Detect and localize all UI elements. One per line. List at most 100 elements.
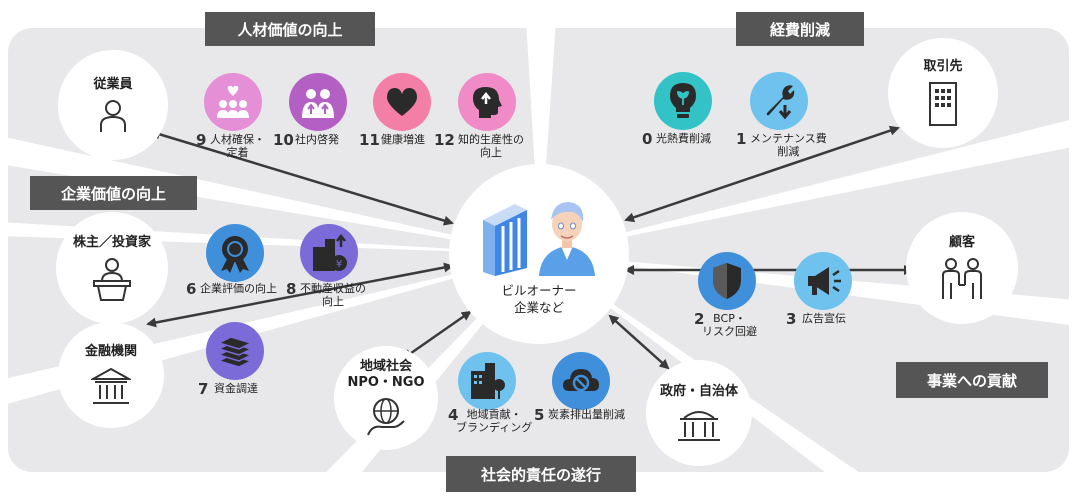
stakeholder-customers: 顧客	[906, 212, 1018, 324]
item-caption: 人材確保・ 定着	[210, 133, 265, 159]
item-caption-line1: 光熱費削減	[656, 132, 711, 145]
item-number: 3	[786, 310, 797, 328]
office-building-icon	[929, 82, 957, 126]
center-label-line2: 企業など	[513, 300, 564, 315]
building-icon	[483, 204, 527, 276]
stakeholder-label: 取引先	[923, 59, 963, 74]
item-6-corporate-rating: 6 企業評価の向上	[186, 224, 286, 304]
item-caption-line1: 社内啓発	[295, 133, 339, 146]
customers-icon	[942, 258, 982, 299]
item-caption-line1: 不動産収益の	[300, 282, 366, 295]
megaphone-icon	[794, 252, 852, 310]
item-caption: 健康増進	[381, 133, 425, 146]
globe-hand-icon	[367, 398, 405, 436]
item-caption-line2: 向上	[322, 295, 344, 308]
item-caption-line2: リスク回避	[702, 325, 757, 338]
item-number: 7	[198, 380, 209, 398]
shield-icon	[698, 252, 756, 310]
item-number: 11	[359, 131, 380, 149]
item-caption-line2: 定着	[226, 146, 249, 159]
talent-icon	[204, 73, 262, 131]
item-9-talent-retention: 9 人材確保・ 定着	[196, 73, 274, 163]
item-number: 2	[694, 310, 705, 328]
stakeholder-label: 金融機関	[84, 344, 137, 359]
section-label-social-responsibility: 社会的責任の遂行	[446, 456, 636, 492]
item-5-carbon-reduction: 5 炭素排出量削減	[534, 352, 632, 432]
item-caption-line1: メンテナンス費	[750, 132, 827, 145]
item-12-productivity: 12 知的生産性の 向上	[434, 73, 528, 163]
item-caption: 光熱費削減	[656, 132, 711, 145]
item-number: 10	[273, 131, 294, 149]
item-7-fundraising: 7 資金調達	[198, 322, 286, 402]
stakeholder-label: 政府・自治体	[659, 384, 738, 399]
item-caption-line1: 広告宣伝	[802, 312, 846, 325]
awareness-icon	[289, 73, 347, 131]
stakeholder-government: 政府・自治体	[646, 360, 752, 466]
item-caption-line1: 企業評価の向上	[200, 282, 277, 295]
item-caption: 地域貢献・ ブランディング	[456, 408, 532, 434]
building-yen-icon: ¥	[300, 224, 358, 282]
svg-text:¥: ¥	[336, 259, 342, 270]
item-number: 6	[186, 280, 197, 298]
item-caption: 資金調達	[214, 382, 258, 395]
item-caption: 広告宣伝	[802, 312, 846, 325]
podium-person-icon	[93, 258, 131, 301]
item-number: 5	[534, 406, 545, 424]
item-2-bcp-risk: 2 BCP・ リスク回避	[694, 252, 778, 342]
building-owner-illustration	[483, 202, 595, 276]
item-caption: 知的生産性の 向上	[458, 133, 524, 159]
section-label-business-contribution: 事業への貢献	[896, 362, 1048, 398]
stakeholder-shareholders: 株主／投資家	[56, 212, 168, 324]
item-0-utility-costs: 0 光熱費削減	[642, 72, 724, 152]
cloud-prohibited-icon	[552, 352, 610, 410]
section-label-human-capital: 人材価値の向上	[205, 12, 375, 46]
stakeholder-label-line1: 地域社会	[359, 359, 412, 374]
heart-icon	[373, 73, 431, 131]
center-building-owner: ビルオーナー 企業など	[449, 164, 629, 344]
stakeholder-label: 従業員	[93, 77, 133, 92]
item-caption: メンテナンス費 削減	[750, 132, 827, 158]
section-label-corporate-value: 企業価値の向上	[30, 176, 197, 210]
stakeholder-label: 顧客	[948, 235, 975, 250]
tools-icon	[750, 72, 808, 130]
person-icon	[539, 202, 595, 276]
government-building-icon	[678, 411, 720, 441]
item-caption: BCP・ リスク回避	[702, 312, 757, 338]
stakeholder-label-line2: NPO・NGO	[347, 375, 425, 390]
money-stack-icon	[206, 322, 264, 380]
center-label-line1: ビルオーナー	[501, 283, 577, 298]
item-caption: 社内啓発	[295, 133, 339, 146]
item-caption-line1: 人材確保・	[210, 133, 265, 146]
bank-icon	[91, 367, 131, 404]
stakeholder-financial: 金融機関	[58, 322, 164, 428]
item-caption: 炭素排出量削減	[548, 408, 625, 421]
person-outline-icon	[100, 100, 126, 132]
item-caption-line2: 削減	[777, 145, 800, 158]
item-8-real-estate-revenue: ¥ 8 不動産収益の 向上	[286, 224, 380, 314]
item-number: 12	[434, 131, 455, 149]
item-caption-line1: 健康増進	[381, 133, 425, 146]
item-caption-line1: 炭素排出量削減	[548, 408, 625, 421]
item-caption-line1: 知的生産性の	[458, 133, 524, 146]
lightbulb-icon	[654, 72, 712, 130]
item-number: 1	[736, 130, 747, 148]
stakeholder-label: 株主／投資家	[72, 235, 151, 250]
stakeholder-employees: 従業員	[58, 50, 168, 160]
item-caption-line2: ブランディング	[456, 421, 533, 434]
item-caption-line1: BCP・	[713, 312, 746, 325]
item-number: 9	[196, 131, 207, 149]
item-number: 0	[642, 130, 653, 148]
stakeholder-suppliers: 取引先	[888, 38, 998, 148]
stakeholder-community: 地域社会 NPO・NGO	[334, 346, 438, 450]
item-caption-line2: 向上	[480, 146, 502, 159]
item-caption: 不動産収益の 向上	[300, 282, 366, 308]
city-tree-icon	[458, 352, 516, 410]
item-4-community-branding: 4 地域貢献・ ブランディング	[448, 352, 538, 442]
item-11-health: 11 健康増進	[359, 73, 443, 153]
item-3-advertising: 3 広告宣伝	[786, 252, 874, 332]
item-caption-line1: 資金調達	[214, 382, 258, 395]
item-10-internal-awareness: 10 社内啓発	[273, 73, 359, 153]
head-idea-icon	[458, 73, 516, 131]
item-caption: 企業評価の向上	[200, 282, 277, 295]
